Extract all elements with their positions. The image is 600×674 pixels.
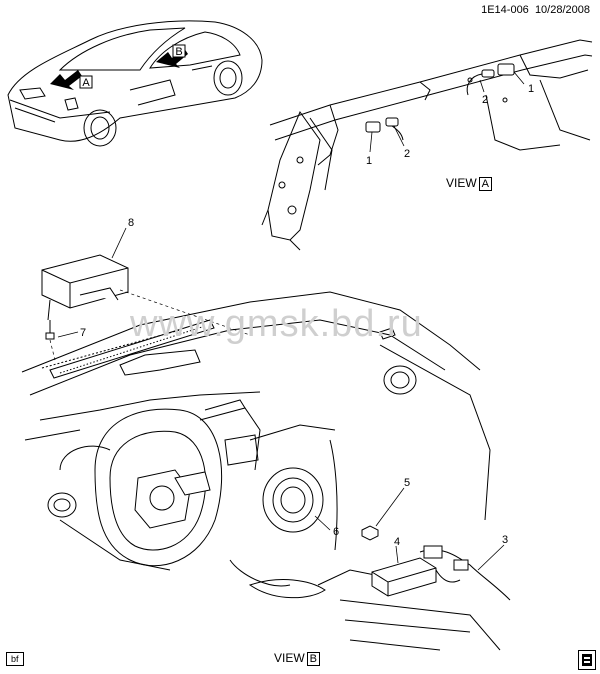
diagram-header: 1E14-006 10/28/2008: [481, 4, 590, 16]
passenger-airbag-module: [41, 254, 129, 321]
callout-2-top: 2: [482, 94, 488, 106]
callout-2-mid: 2: [404, 148, 410, 160]
callout-1-mid: 1: [366, 155, 372, 167]
corner-tag: bf: [6, 652, 24, 666]
impact-sensor-rear: [466, 63, 515, 96]
steering-wheel-airbag: [134, 469, 211, 529]
assembly-leaders: [49, 289, 251, 361]
watermark: www.gmsk.bd.ru: [130, 303, 423, 345]
callout-8: 8: [128, 217, 134, 229]
sdm-module: [371, 557, 437, 597]
callout-3: 3: [502, 534, 508, 546]
ref-code: 1E14-006: [481, 4, 529, 16]
view-b-letter: B: [306, 652, 321, 666]
bolt: [45, 320, 55, 340]
nut: [361, 525, 379, 541]
callout-1-top: 1: [528, 83, 534, 95]
view-b-dashboard: [21, 291, 501, 651]
wiring-harness: [419, 545, 511, 601]
view-b-word: VIEW: [274, 651, 305, 665]
callout-7: 7: [80, 327, 86, 339]
callout-leaders-b: [57, 227, 505, 571]
callout-6: 6: [333, 526, 339, 538]
callout-5: 5: [404, 477, 410, 489]
arrow-a-letter: A: [82, 77, 90, 89]
defrost-vent-strip: [49, 319, 215, 379]
revision-date: 10/28/2008: [534, 4, 590, 16]
callout-4: 4: [394, 536, 400, 548]
view-a-letter: A: [478, 177, 493, 191]
gm-logo-icon: [578, 650, 596, 670]
impact-sensor-front: [365, 117, 404, 141]
view-a-frame: [261, 39, 593, 251]
knee-airbag: [262, 467, 324, 533]
vehicle-overview: [7, 20, 263, 147]
view-arrows: [50, 44, 188, 90]
callout-leaders-a: [369, 71, 525, 153]
arrow-b-letter: B: [175, 46, 182, 58]
view-a-word: VIEW: [446, 176, 477, 190]
